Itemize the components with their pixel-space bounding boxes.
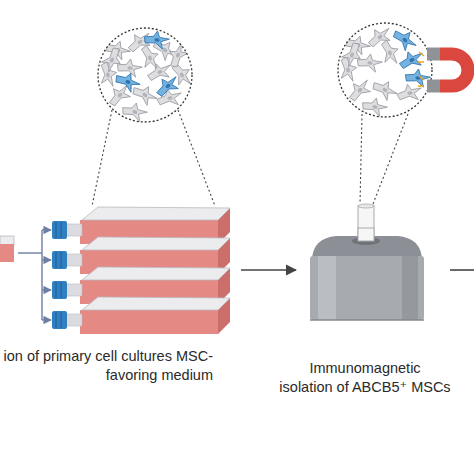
culture-flask: [66, 314, 82, 326]
step-caption: Immunomagnetic: [260, 359, 470, 378]
culture-flask: [61, 252, 62, 268]
zoom-leader: [360, 114, 408, 204]
cell-zoom: [113, 68, 143, 94]
split-arrow: [18, 230, 51, 320]
magnet-symbol: [440, 54, 468, 86]
cell-zoom: [378, 38, 403, 67]
cell-zoom: [98, 28, 196, 123]
cell-zoom: [99, 45, 126, 75]
culture-flask: [66, 224, 82, 236]
cell-zoom: [344, 75, 374, 104]
cell-zoom: [356, 52, 384, 73]
zoom-leader: [92, 110, 112, 206]
cell-zoom: [338, 56, 359, 84]
cell-zoom: [360, 95, 389, 118]
step-caption: ion of primary cell cultures MSC-favorin…: [0, 347, 213, 385]
flow-arrow: [450, 269, 474, 271]
split-arrow: [42, 229, 51, 230]
magnetic-separator: [318, 256, 336, 320]
culture-flask: [82, 207, 230, 220]
culture-flask: [56, 282, 57, 298]
culture-flask: [61, 222, 62, 238]
culture-flask: [52, 207, 230, 334]
zoom-leader: [92, 110, 215, 206]
magnet-symbol: [418, 48, 468, 93]
split-arrow: [42, 319, 51, 320]
flow-arrow: [241, 269, 296, 271]
culture-flask: [52, 281, 67, 299]
split-arrow: [18, 252, 42, 253]
culture-flask: [66, 254, 82, 266]
magnet-symbol: [418, 61, 424, 63]
cell-zoom: [339, 40, 366, 70]
magnetic-separator: [402, 256, 418, 320]
culture-flask: [80, 310, 218, 334]
process-step: Immunomagneticisolation of ABCB5⁺ MSCs: [297, 25, 433, 395]
culture-flask: [61, 282, 62, 298]
cell-zoom: [397, 47, 426, 72]
cell-zoom: [338, 23, 432, 118]
cell-zoom: [338, 23, 432, 117]
cell-zoom: [370, 76, 400, 103]
magnet-symbol: [427, 80, 440, 93]
magnetic-separator: [310, 319, 424, 321]
magnetic-separator: [310, 256, 424, 320]
magnet-symbol: [419, 76, 424, 80]
culture-flask: [52, 221, 67, 239]
culture-flask: [0, 244, 14, 262]
cell-zoom: [338, 23, 432, 118]
culture-flask: [0, 236, 14, 262]
culture-flask: [56, 222, 57, 238]
cell-zoom: [152, 72, 182, 100]
split-arrow: [42, 259, 51, 260]
culture-flask: [61, 312, 62, 328]
cell-zoom: [390, 25, 420, 54]
magnetic-separator: [358, 204, 374, 208]
cell-zoom: [138, 43, 163, 72]
cell-zoom: [98, 28, 192, 122]
culture-flask: [52, 251, 67, 269]
culture-flask: [66, 284, 82, 296]
step-caption: isolation of ABCB5⁺ MSCs: [260, 378, 470, 397]
magnetic-separator: [358, 228, 374, 241]
zoom-leader: [360, 114, 362, 204]
culture-flask: [0, 236, 14, 245]
zoom-leader: [373, 114, 408, 204]
cell-zoom: [98, 28, 196, 123]
culture-flask: [52, 297, 230, 334]
magnet-symbol: [419, 52, 424, 56]
cell-zoom: [164, 40, 191, 70]
magnet-symbol: [418, 52, 424, 86]
cell-zoom: [338, 23, 432, 117]
magnet-symbol: [418, 85, 424, 87]
culture-flask: [82, 237, 230, 250]
split-arrow: [42, 289, 51, 290]
cell-zoom: [120, 100, 149, 123]
magnet-symbol: [427, 48, 440, 61]
culture-flask: [52, 311, 67, 329]
culture-flask: [56, 312, 57, 328]
culture-flask: [56, 252, 57, 268]
magnetic-separator: [310, 204, 424, 320]
zoom-leader: [178, 110, 215, 206]
cell-zoom: [143, 29, 171, 50]
process-step: ion of primary cell cultures MSC-favorin…: [55, 25, 238, 395]
culture-flask: [82, 267, 230, 280]
cell-zoom: [396, 82, 424, 103]
culture-flask: [82, 297, 230, 310]
split-arrow: [41, 230, 42, 320]
cell-zoom: [98, 61, 119, 89]
